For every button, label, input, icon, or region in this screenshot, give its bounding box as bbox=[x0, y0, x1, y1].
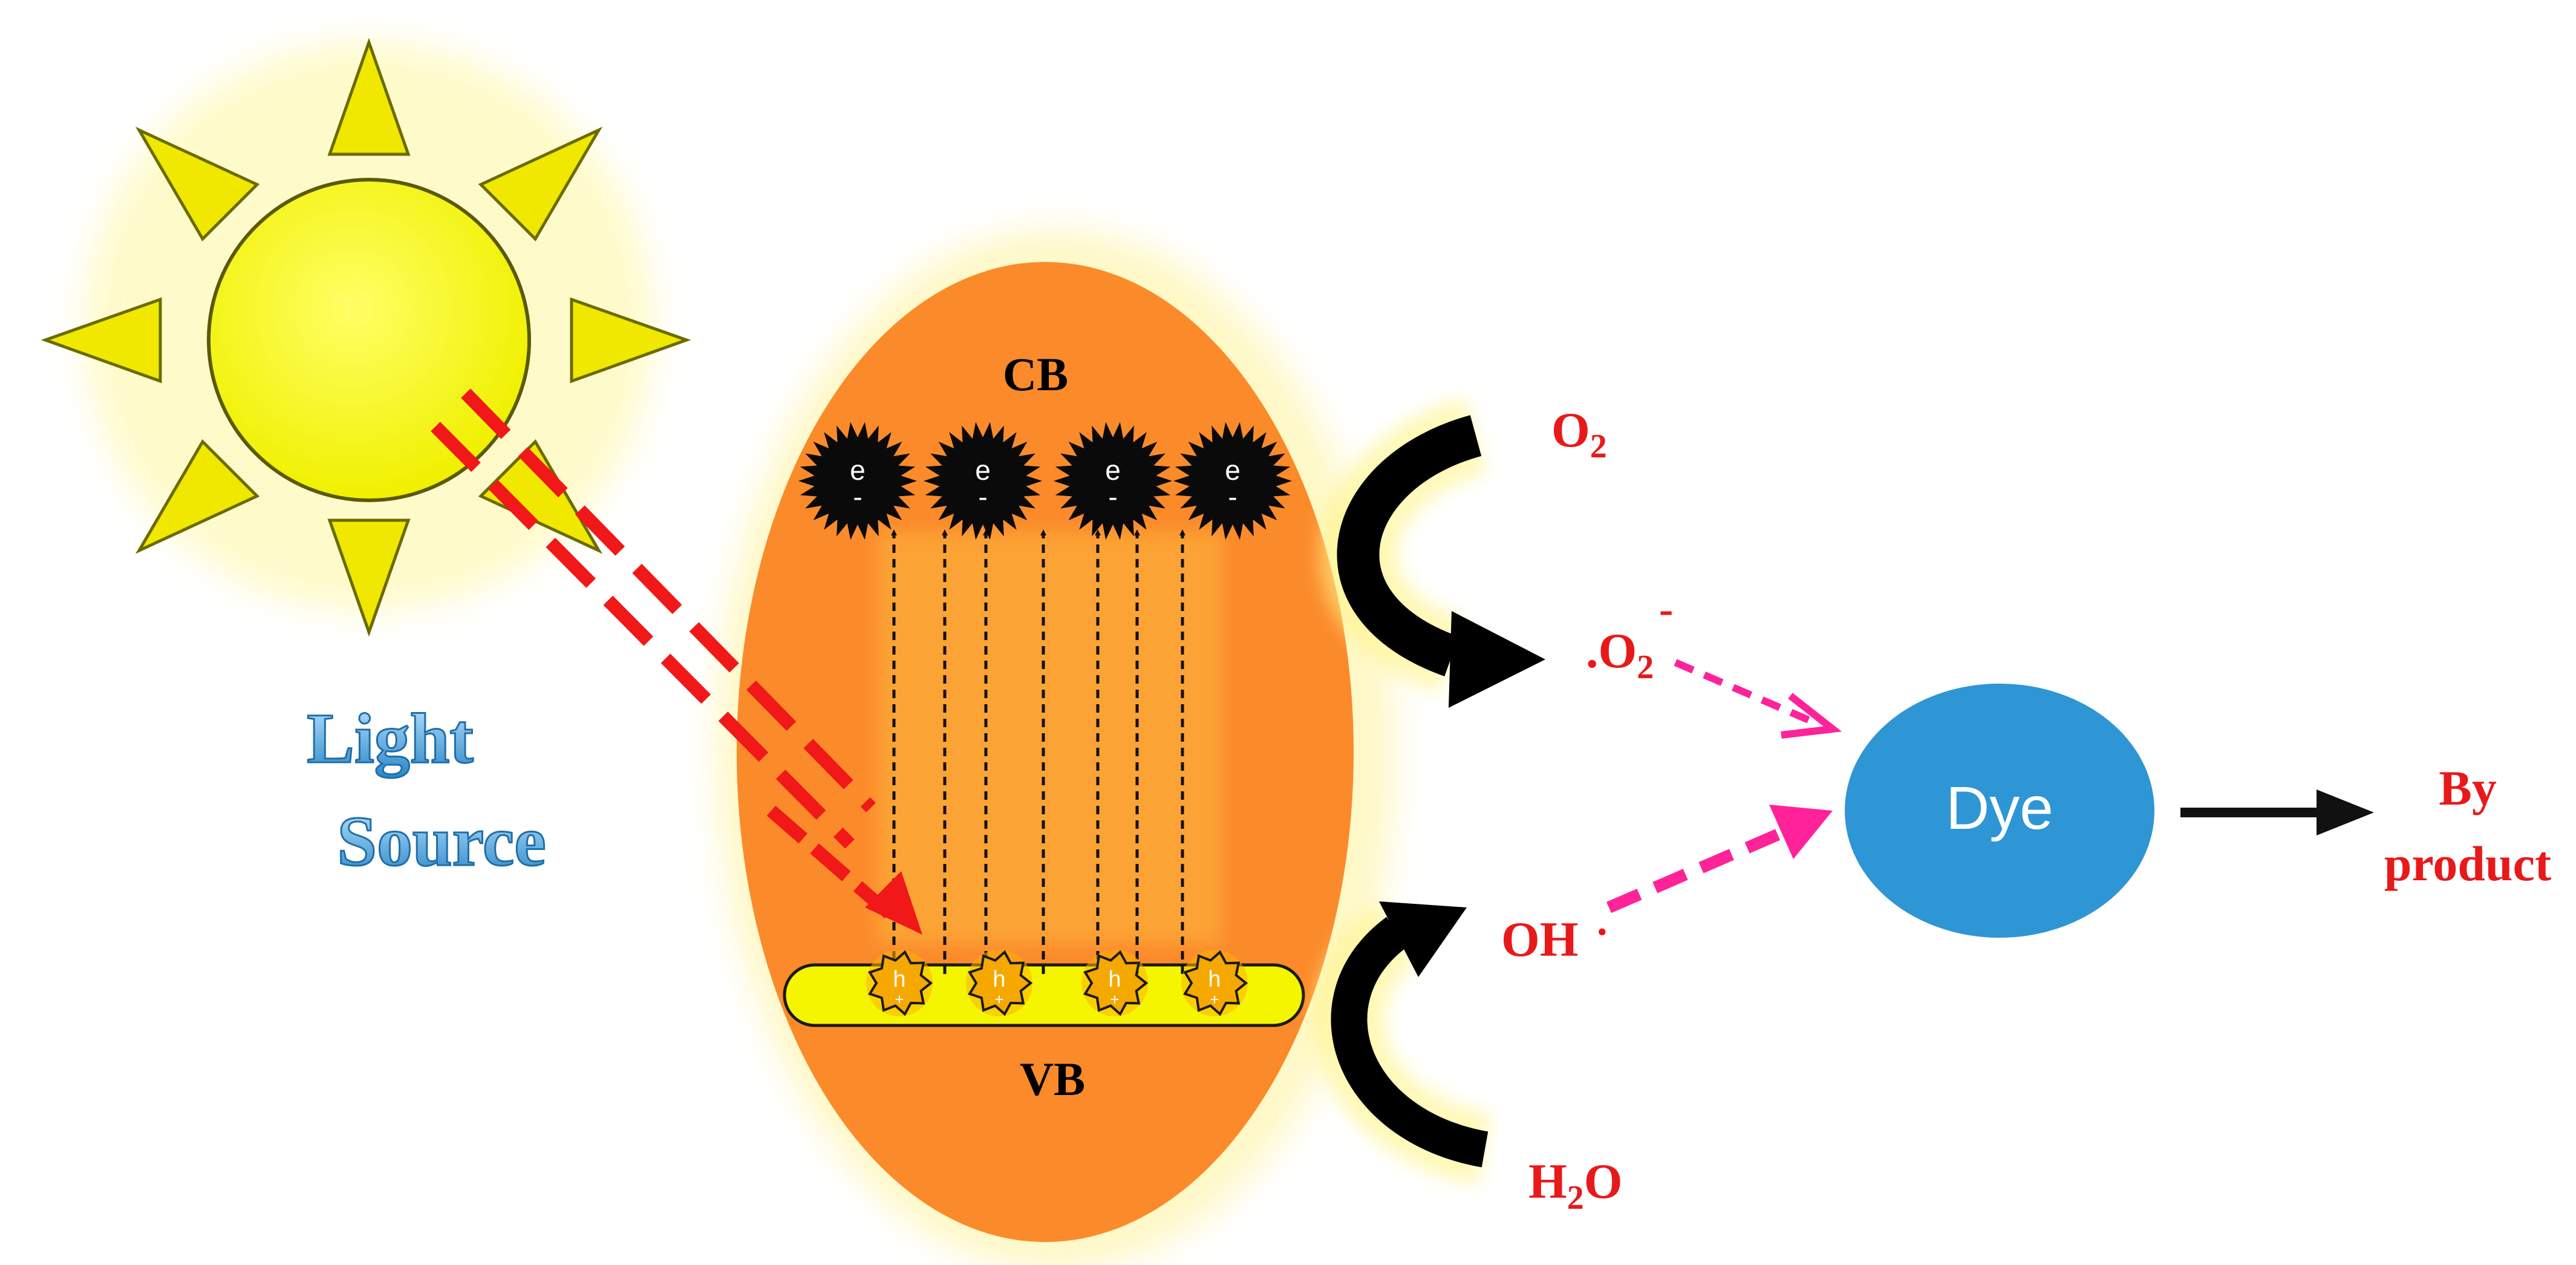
hole-symbol: h bbox=[1108, 967, 1121, 992]
hole-charge: + bbox=[994, 990, 1003, 1008]
electrons-group: e-e-e-e- bbox=[798, 422, 1292, 540]
light-source-label: Light Source bbox=[306, 698, 547, 882]
water-label: H2O bbox=[1528, 1154, 1623, 1217]
water-oxidation-arrow bbox=[1312, 901, 1492, 1186]
electron-body bbox=[924, 422, 1042, 540]
byproduct-label: By product bbox=[2384, 760, 2551, 891]
water-o: O bbox=[1584, 1154, 1623, 1209]
hole-charge: + bbox=[895, 990, 904, 1008]
electron-symbol: e bbox=[975, 454, 991, 486]
sun-icon bbox=[41, 38, 691, 637]
electron-symbol: e bbox=[1225, 454, 1241, 486]
hole-3: h+ bbox=[1081, 950, 1149, 1016]
electron-charge: - bbox=[1228, 481, 1237, 512]
o2-reduction-arrow bbox=[1319, 397, 1545, 708]
o2-label: O2 bbox=[1551, 402, 1607, 465]
electron-symbol: e bbox=[1105, 454, 1121, 486]
cb-label: CB bbox=[1003, 348, 1068, 400]
hydroxyl-label: OH . bbox=[1501, 898, 1608, 967]
water-h: H bbox=[1528, 1154, 1567, 1209]
electron-body bbox=[798, 422, 917, 540]
o2-sub: 2 bbox=[1590, 428, 1607, 465]
dye-node: Dye bbox=[1845, 684, 2154, 938]
svg-text:O2: O2 bbox=[1551, 402, 1607, 465]
hydroxyl-to-dye-arrow bbox=[1606, 805, 1833, 914]
electron-charge: - bbox=[978, 481, 987, 512]
superoxide-charge: - bbox=[1659, 586, 1673, 633]
dye-label: Dye bbox=[1946, 774, 2053, 842]
hydroxyl-base: OH bbox=[1501, 912, 1579, 967]
sun-disc bbox=[207, 178, 531, 502]
o2-base: O bbox=[1551, 402, 1590, 457]
hole-body bbox=[968, 950, 1033, 1016]
electron-charge: - bbox=[1108, 481, 1117, 512]
superoxide-base: O bbox=[1599, 623, 1637, 678]
superoxide-label: .O2 - bbox=[1586, 586, 1673, 686]
light-source-line1: Light bbox=[307, 699, 473, 778]
electron-3: e- bbox=[1054, 422, 1172, 540]
electron-body bbox=[1054, 422, 1172, 540]
electron-symbol: e bbox=[850, 454, 866, 486]
superoxide-dot: . bbox=[1586, 623, 1599, 678]
electron-4: e- bbox=[1173, 422, 1292, 540]
hole-symbol: h bbox=[993, 967, 1005, 992]
hole-body bbox=[1183, 950, 1248, 1016]
light-beam-arrow bbox=[431, 388, 922, 935]
dye-to-byproduct-arrow bbox=[2180, 789, 2374, 835]
hole-charge: + bbox=[1210, 990, 1219, 1008]
svg-text:H2O: H2O bbox=[1528, 1154, 1623, 1217]
vb-label: VB bbox=[1020, 1053, 1085, 1105]
holes-group: h+h+h+h+ bbox=[866, 950, 1248, 1016]
light-beam-arrowhead bbox=[865, 871, 922, 935]
hole-symbol: h bbox=[1208, 967, 1221, 992]
electron-1: e- bbox=[798, 422, 917, 540]
sun-rays bbox=[41, 38, 691, 637]
superoxide-sub: 2 bbox=[1637, 649, 1654, 686]
electron-charge: - bbox=[853, 481, 862, 512]
hole-body bbox=[1083, 950, 1149, 1016]
hole-charge: + bbox=[1110, 990, 1119, 1008]
superoxide-to-dye-arrow bbox=[1674, 659, 1842, 739]
hydroxyl-radical-dot: . bbox=[1597, 898, 1608, 944]
electron-body bbox=[1173, 422, 1292, 540]
water-sub: 2 bbox=[1567, 1179, 1584, 1217]
hole-4: h+ bbox=[1181, 950, 1248, 1016]
electron-2: e- bbox=[924, 422, 1042, 540]
light-source-line2: Source bbox=[337, 802, 546, 881]
hole-body bbox=[868, 950, 933, 1016]
excitation-glow bbox=[877, 532, 1222, 944]
hole-symbol: h bbox=[893, 967, 905, 992]
hole-1: h+ bbox=[866, 950, 933, 1016]
byproduct-line1: By bbox=[2439, 760, 2497, 816]
hole-2: h+ bbox=[966, 950, 1033, 1016]
svg-text:.O2: .O2 bbox=[1586, 623, 1654, 686]
byproduct-line2: product bbox=[2384, 836, 2551, 891]
